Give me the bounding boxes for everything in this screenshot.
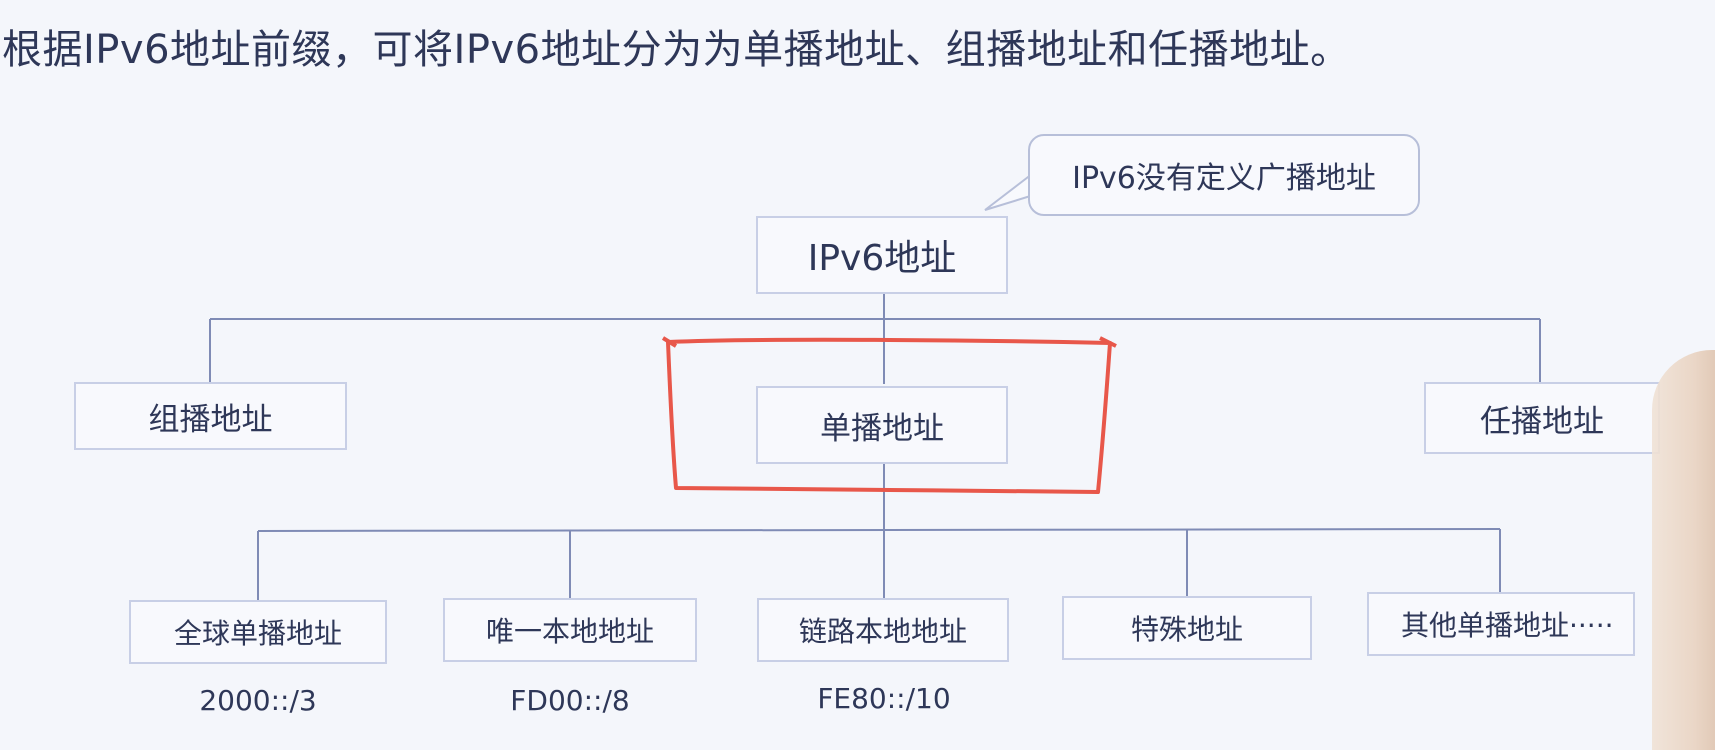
connector-level2-bus — [257, 528, 1501, 532]
other-unicast-node: 其他单播地址····· — [1367, 592, 1635, 656]
unique-local-node: 唯一本地地址 — [443, 598, 697, 662]
anycast-node: 任播地址 — [1424, 382, 1660, 454]
unicast-node: 单播地址 — [756, 386, 1008, 464]
ipv6-address-node: IPv6地址 — [756, 216, 1008, 294]
link-local-node: 链路本地地址 — [757, 598, 1009, 662]
link-local-prefix: FE80::/10 — [817, 682, 951, 715]
highlight-tick-right — [1099, 336, 1117, 348]
global-unicast-node: 全球单播地址 — [129, 600, 387, 664]
unique-local-prefix: FD00::/8 — [510, 684, 630, 717]
highlight-tick-left — [661, 336, 678, 348]
multicast-node: 组播地址 — [74, 382, 347, 450]
presenter-silhouette — [1652, 350, 1715, 750]
broadcast-callout: IPv6没有定义广播地址 — [1028, 134, 1420, 216]
special-address-node: 特殊地址 — [1062, 596, 1312, 660]
page-title: 根据IPv6地址前缀，可将IPv6地址分为为单播地址、组播地址和任播地址。 — [2, 27, 1351, 73]
global-unicast-prefix: 2000::/3 — [199, 684, 317, 717]
highlight-rectangle — [666, 337, 1112, 494]
